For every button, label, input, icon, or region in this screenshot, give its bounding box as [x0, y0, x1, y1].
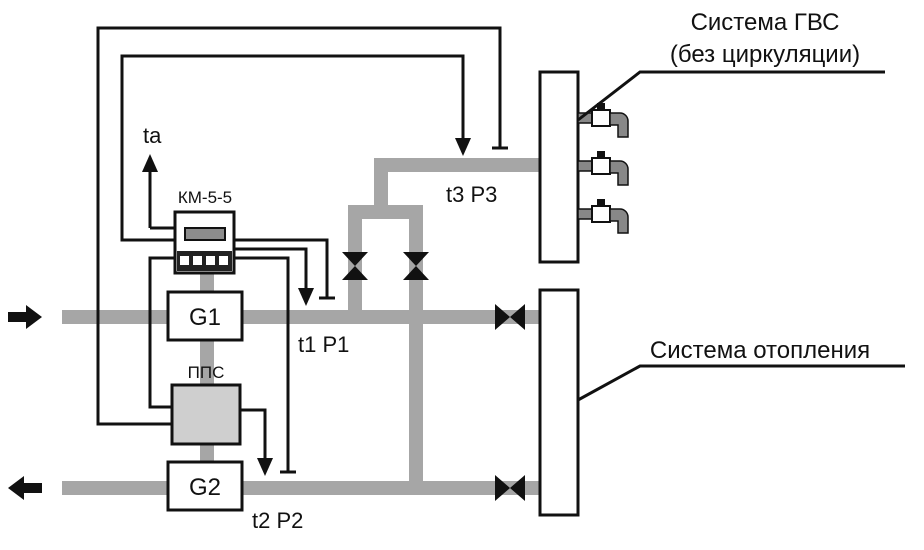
flowmeter-g2-label: G2: [189, 474, 221, 501]
heating-system-box: [538, 288, 580, 517]
dhw-system-title: Система ГВС: [691, 9, 840, 36]
flowmeter-g1: [166, 290, 244, 342]
wire-p1: [234, 238, 329, 298]
meter-key: [193, 256, 202, 265]
faucet-icon: [577, 199, 629, 234]
meter-key: [206, 256, 215, 265]
wire-inner-loop: [120, 54, 465, 242]
converter-box: [170, 383, 242, 446]
meter-keypad: [177, 251, 232, 271]
arrow-ta-icon: [142, 154, 158, 172]
valve-return: [495, 475, 525, 501]
wire-t1: [234, 247, 308, 290]
valve-dhw-right: [403, 252, 429, 280]
outdoor-temp-label: ta: [143, 123, 162, 148]
sensor-1-label: t1 P1: [298, 332, 349, 357]
heat-meter: [173, 210, 236, 275]
dhw-system-subtitle: (без циркуляции): [670, 41, 860, 68]
flowmeter-g1-label: G1: [189, 304, 221, 331]
converter-label: ППС: [188, 363, 225, 382]
faucet-icon: [577, 103, 629, 138]
valves: [342, 252, 525, 501]
valve-dhw-left: [342, 252, 368, 280]
arrow-t3-icon: [455, 138, 471, 156]
signal-wires: [96, 26, 508, 476]
heat-meter-label: КМ-5-5: [178, 188, 232, 207]
heating-system-title: Система отопления: [650, 337, 870, 364]
dhw-system-box: [538, 70, 580, 264]
wire-p2: [234, 256, 290, 472]
inflow-arrow-icon: [8, 305, 42, 329]
pipes: [62, 158, 540, 495]
wire-t2: [240, 408, 267, 460]
outflow-arrow-icon: [8, 476, 42, 500]
arrow-t1-icon: [298, 288, 314, 306]
sensor-3-label: t3 P3: [446, 182, 497, 207]
meter-key: [180, 256, 189, 265]
arrow-t2-icon: [257, 458, 273, 476]
wire-outer-loop: [96, 26, 502, 426]
wire-ppc: [148, 256, 175, 409]
valve-supply: [495, 304, 525, 330]
faucets: [577, 103, 629, 234]
heating-callout-line: [577, 364, 905, 402]
dhw-mixing-pipe: [381, 205, 423, 488]
sensor-2-label: t2 P2: [252, 508, 303, 533]
dhw-callout-line: [577, 70, 885, 122]
meter-key: [219, 256, 228, 265]
meter-display: [184, 227, 226, 241]
flowmeter-g2: [166, 460, 244, 512]
faucet-icon: [577, 151, 629, 186]
